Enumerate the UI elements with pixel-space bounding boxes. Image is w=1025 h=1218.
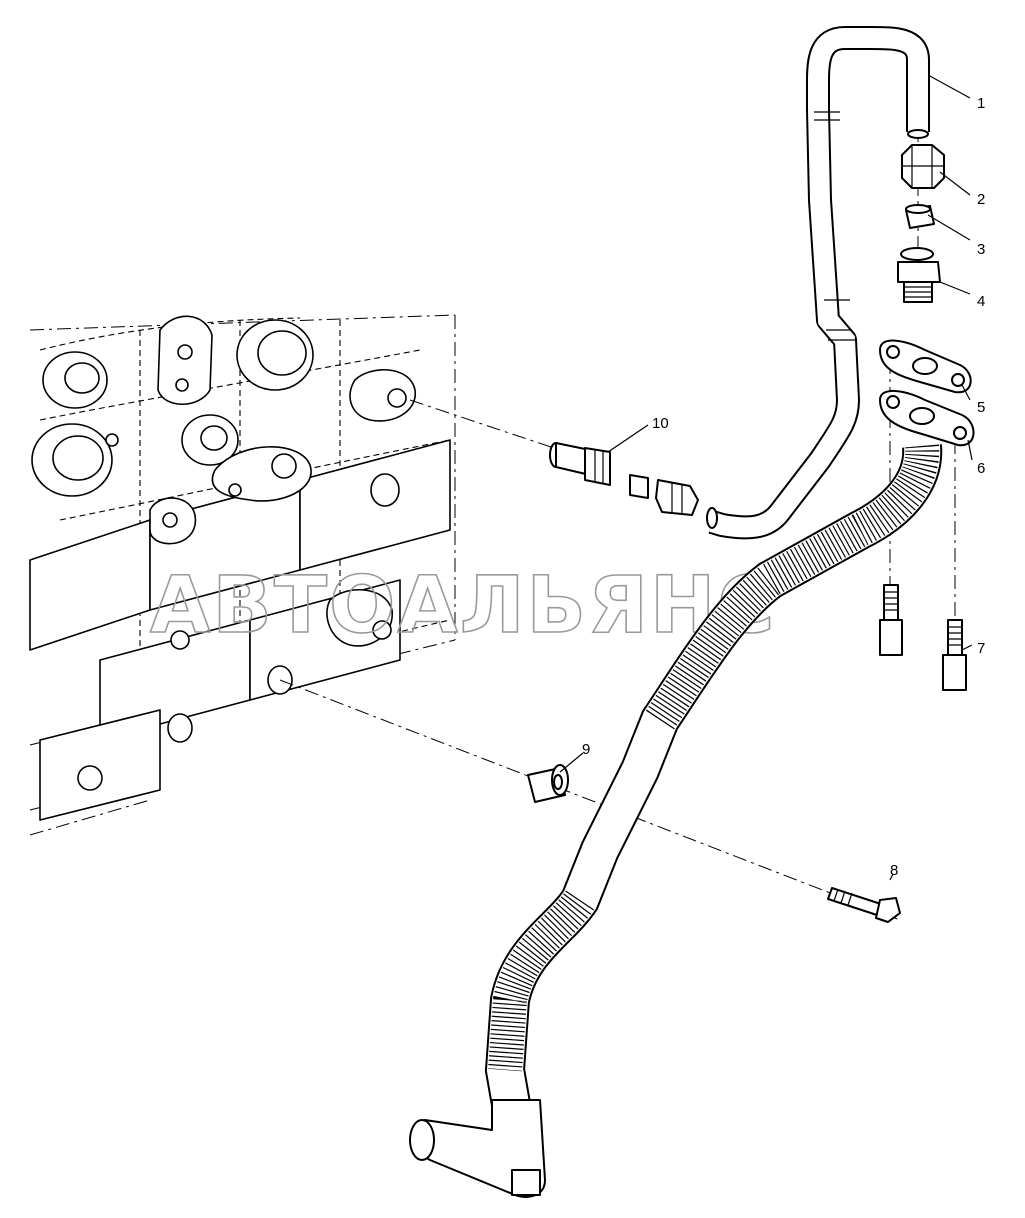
callout-2: 2 [977,191,985,208]
callout-1: 1 [977,95,985,112]
callout-10: 10 [652,415,669,432]
callout-7: 7 [977,640,985,657]
part-4-adapter [897,247,941,303]
callout-leaders [559,74,973,881]
callout-5: 5 [977,399,985,416]
part-10-union [549,442,699,516]
part-9-spacer [527,764,569,803]
callout-6: 6 [977,460,985,477]
part-7-studs [879,584,967,691]
part-2-nut [901,144,945,189]
part-1-tube [706,26,930,540]
part-6-hose [409,390,975,1198]
callout-8: 8 [890,862,898,879]
watermark-text: АВТОАЛЬЯНС [150,561,777,651]
engine-block [29,314,456,836]
callout-4: 4 [977,293,985,310]
callout-3: 3 [977,241,985,258]
callout-9: 9 [582,741,590,758]
part-5-gasket [879,339,972,394]
part-8-bolt [827,887,901,923]
part-3-ferrule [905,204,935,229]
callout-labels: 1 2 3 4 5 6 7 8 9 10 [582,95,985,879]
